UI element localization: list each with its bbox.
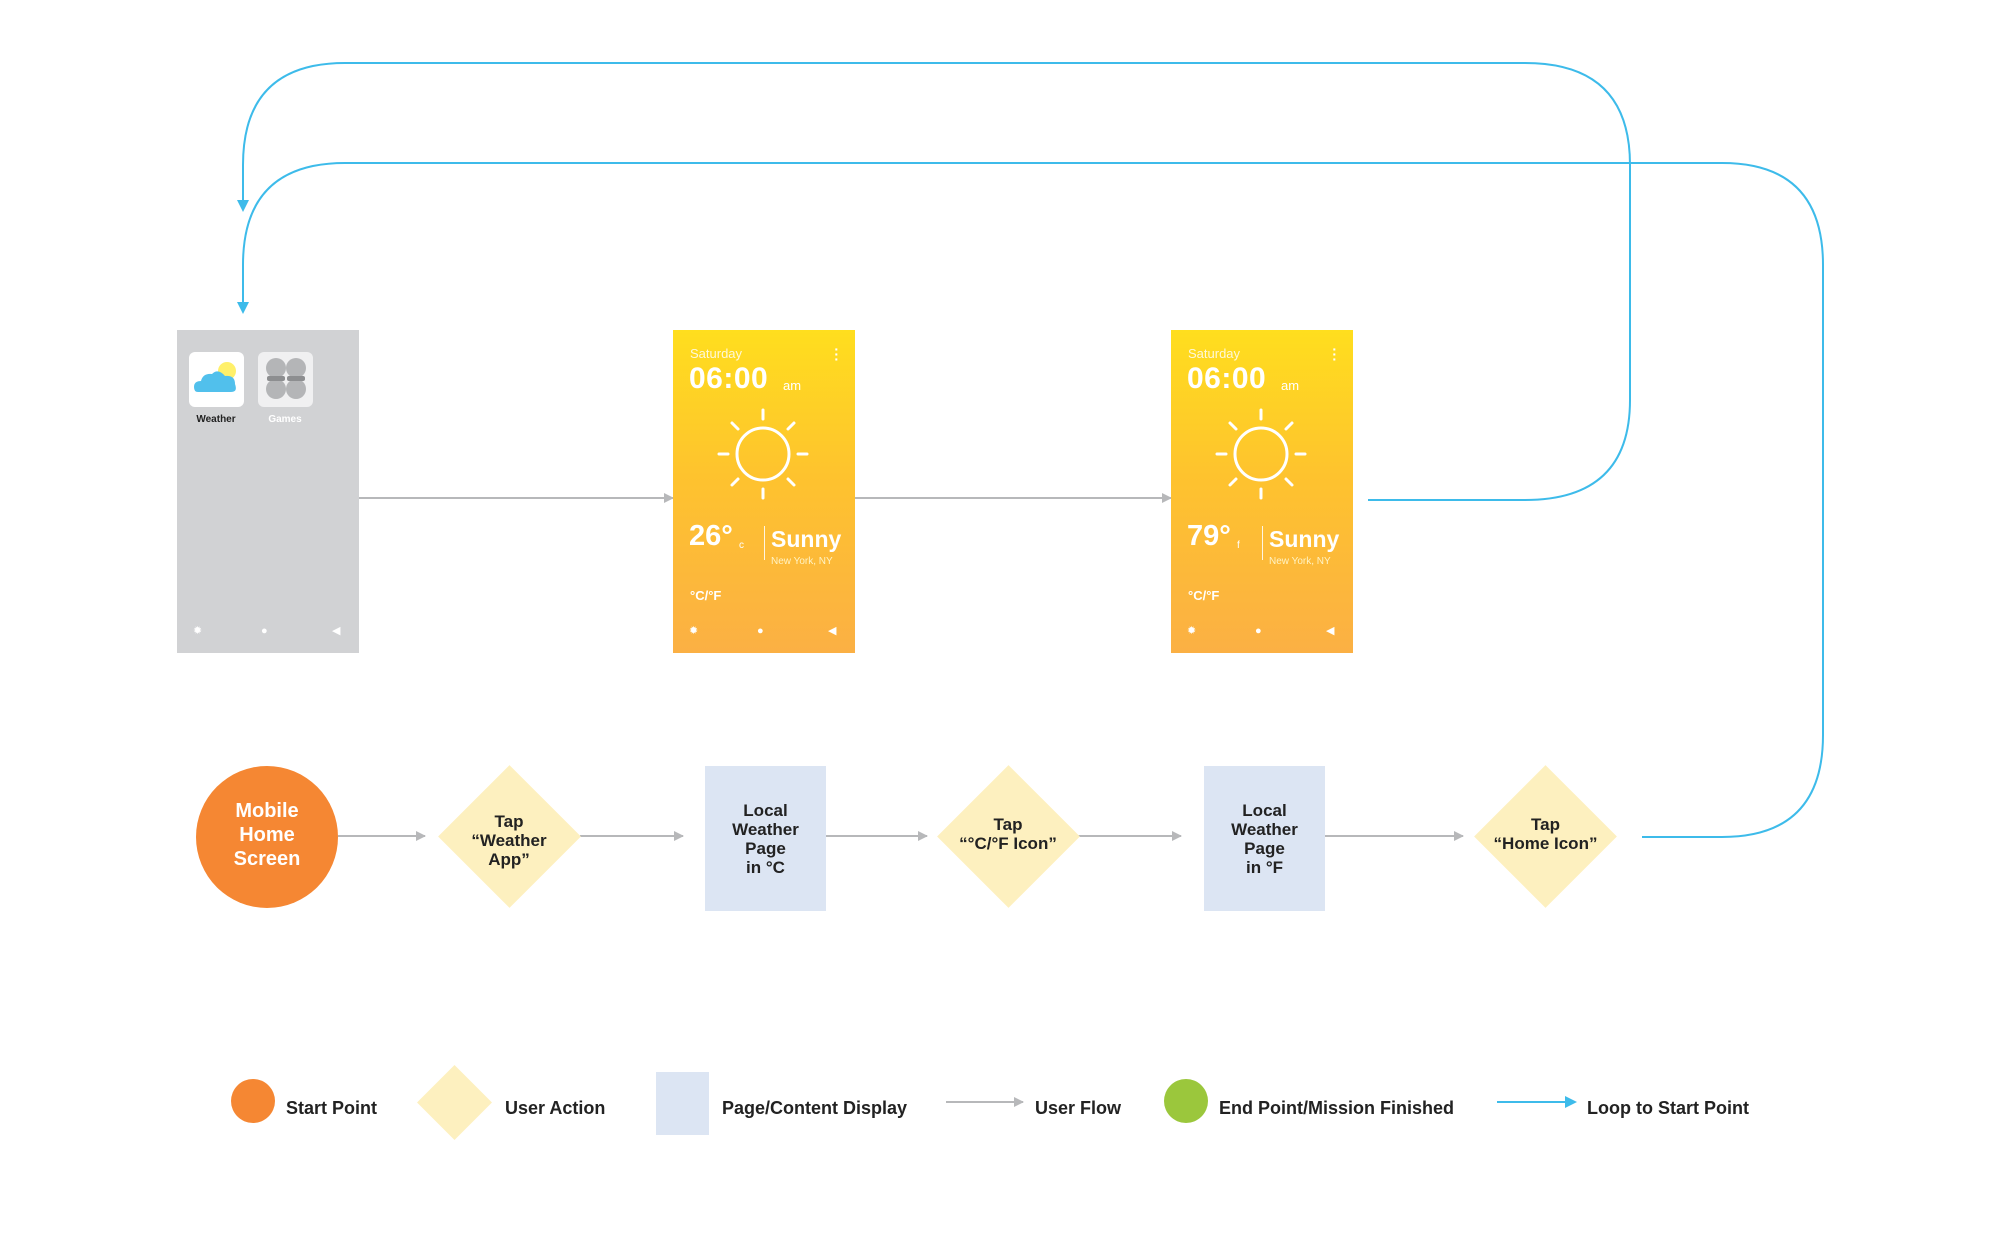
time-label: 06:00 — [1187, 362, 1267, 395]
temperature-value: 79° — [1187, 520, 1231, 552]
games-app-label: Games — [268, 414, 302, 425]
legend-user-action-label: User Action — [505, 1098, 606, 1118]
location-label: New York, NY — [771, 556, 833, 567]
home-icon[interactable]: ● — [1255, 625, 1262, 637]
sun-icon — [717, 408, 809, 500]
menu-dots-icon[interactable]: ··· — [834, 341, 839, 367]
home-screen-mockup: Weather Games ✹ ● ◀ — [177, 330, 359, 653]
weather-fahrenheit-mockup: Saturday ··· 06:00 am 79° f Sunny New Yo… — [1171, 330, 1353, 653]
gear-icon[interactable]: ✹ — [689, 625, 699, 637]
temperature-value: 26° — [689, 520, 733, 552]
legend-page-label: Page/Content Display — [722, 1098, 908, 1118]
ampm-label: am — [1281, 378, 1300, 393]
divider — [764, 526, 765, 560]
back-icon[interactable]: ◀ — [332, 625, 341, 637]
unit-toggle-button[interactable]: °C/°F — [1188, 588, 1220, 603]
cloud-sun-icon — [194, 362, 236, 392]
ampm-label: am — [783, 378, 802, 393]
legend-page-swatch — [656, 1072, 709, 1135]
back-icon[interactable]: ◀ — [828, 625, 837, 637]
weather-celsius-mockup: Saturday ··· 06:00 am 26° c Sunny New Yo… — [673, 330, 855, 653]
temperature-unit: c — [739, 540, 744, 551]
legend-start-label: Start Point — [286, 1098, 378, 1118]
time-label: 06:00 — [689, 362, 769, 395]
sun-icon — [1215, 408, 1307, 500]
weather-app-label: Weather — [196, 414, 236, 425]
gear-icon[interactable]: ✹ — [193, 625, 203, 637]
home-icon[interactable]: ● — [261, 625, 268, 637]
temperature-unit: f — [1237, 540, 1240, 551]
games-icon — [266, 358, 306, 399]
start-node-mobile-home-screen — [196, 766, 338, 908]
legend-loop-label: Loop to Start Point — [1587, 1098, 1749, 1118]
legend-end-point-swatch — [1164, 1079, 1208, 1123]
gear-icon[interactable]: ✹ — [1187, 625, 1197, 637]
location-label: New York, NY — [1269, 556, 1331, 567]
day-label: Saturday — [690, 346, 743, 361]
legend-end-point-label: End Point/Mission Finished — [1219, 1098, 1455, 1118]
action-node-2-label: Tap“°C/°F Icon” — [959, 815, 1057, 853]
games-app-tile[interactable] — [258, 352, 313, 407]
page-node-weather-celsius — [705, 766, 826, 911]
divider — [1262, 526, 1263, 560]
legend-user-flow-label: User Flow — [1035, 1098, 1122, 1118]
page-node-weather-fahrenheit — [1204, 766, 1325, 911]
action-node-3-label: Tap“Home Icon” — [1493, 815, 1598, 853]
loop-arrow-flow-to-home — [237, 162, 1824, 838]
weather-app-tile[interactable] — [189, 352, 244, 407]
condition-label: Sunny — [1269, 526, 1340, 552]
weather-nav-bar: ✹ ● ◀ — [673, 625, 855, 639]
weather-nav-bar: ✹ ● ◀ — [1171, 625, 1353, 639]
legend-start-swatch — [231, 1079, 275, 1123]
unit-toggle-button[interactable]: °C/°F — [690, 588, 722, 603]
loop-arrow-screen-to-home — [237, 62, 1631, 501]
back-icon[interactable]: ◀ — [1326, 625, 1335, 637]
condition-label: Sunny — [771, 526, 842, 552]
menu-dots-icon[interactable]: ··· — [1332, 341, 1337, 367]
day-label: Saturday — [1188, 346, 1241, 361]
home-icon[interactable]: ● — [757, 625, 764, 637]
home-nav-bar: ✹ ● ◀ — [177, 625, 359, 639]
